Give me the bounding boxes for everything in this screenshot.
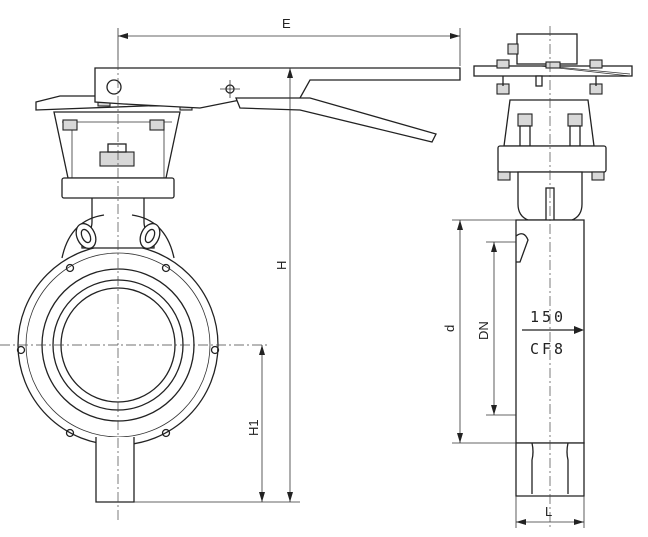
stem-nut	[99, 151, 135, 167]
dim-dn-label: DN	[476, 321, 491, 340]
housing-bolt-left	[62, 119, 78, 131]
left-lug-hole	[80, 228, 92, 244]
lower-stem-boss	[95, 437, 135, 503]
handle-pivot	[106, 79, 122, 95]
marking-line1: 150	[530, 308, 566, 326]
dim-h-label: H	[274, 261, 289, 270]
side-handle-box	[516, 33, 578, 65]
left-lug	[75, 222, 97, 250]
marking-line2: CF8	[530, 340, 566, 358]
dim-e-label: E	[282, 16, 291, 31]
right-lug-hole	[144, 228, 156, 244]
dim-h1-label: H1	[246, 419, 261, 436]
side-view: 150 CF8 d DN L	[442, 26, 633, 530]
housing-bolt-right	[149, 119, 165, 131]
latch-lever	[235, 97, 437, 143]
dim-d-label: d	[442, 325, 457, 332]
side-lower-boss	[515, 442, 585, 497]
side-neck-flange	[497, 145, 607, 173]
body-bolt-holes	[16, 263, 220, 438]
dim-l-label: L	[545, 504, 552, 519]
right-lug	[139, 222, 161, 250]
front-view: E H H1	[0, 16, 461, 520]
